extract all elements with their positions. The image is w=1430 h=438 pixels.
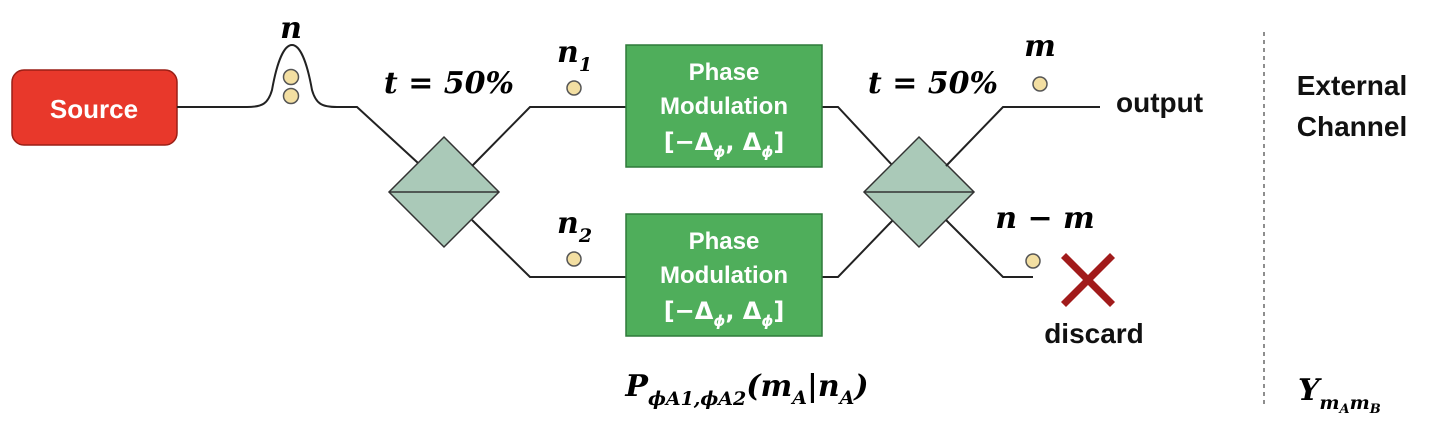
discard-label: discard (1044, 318, 1144, 349)
beam-splitter-2-label: t = 50% (868, 66, 998, 101)
output-label: output (1116, 87, 1203, 118)
modulator-range: [−Δϕ, Δϕ] (664, 297, 785, 330)
lower-arm-wire-out (822, 219, 894, 278)
cross-icon (1061, 253, 1115, 307)
source-block: Source (11, 69, 178, 146)
output-photon-number: m (1024, 29, 1056, 64)
beam-splitter-1-label: t = 50% (384, 66, 514, 101)
input-photon-number: n (280, 11, 302, 46)
upper-arm-photon-number: n1 (557, 35, 592, 76)
upper-arm-wire-in (471, 106, 626, 167)
photon-dot-icon (1032, 76, 1048, 92)
photon-dot-icon (282, 68, 300, 86)
lower-arm-photon-number: n2 (557, 206, 592, 247)
modulator-subtitle: Modulation (660, 262, 788, 289)
photon-dot-icon (282, 87, 300, 105)
upper-arm-wire-out (822, 106, 894, 167)
discard-wire (945, 219, 1033, 278)
modulator-subtitle: Modulation (660, 93, 788, 120)
external-channel-line2: Channel (1297, 111, 1407, 142)
modulator-title: Phase (689, 228, 760, 255)
photon-dot-icon (566, 80, 582, 96)
probability-formula: PϕA1,ϕA2(mA|nA) (624, 369, 868, 410)
upper-phase-modulator: Phase Modulation [−Δϕ, Δϕ] (625, 44, 823, 168)
photon-dot-icon (1025, 253, 1041, 269)
source-label: Source (50, 94, 138, 124)
beam-splitter-1 (387, 135, 501, 249)
input-wire (177, 43, 443, 186)
input-photons (282, 68, 300, 105)
modulator-title: Phase (689, 59, 760, 86)
output-wire (945, 106, 1100, 167)
external-channel-line1: External (1297, 70, 1408, 101)
photon-dot-icon (566, 251, 582, 267)
lower-arm-wire-in (471, 219, 626, 278)
modulator-range: [−Δϕ, Δϕ] (664, 128, 785, 161)
discard-photon-number: n − m (995, 201, 1095, 236)
lower-phase-modulator: Phase Modulation [−Δϕ, Δϕ] (625, 213, 823, 337)
yield-formula: YmAmB (1298, 373, 1381, 417)
